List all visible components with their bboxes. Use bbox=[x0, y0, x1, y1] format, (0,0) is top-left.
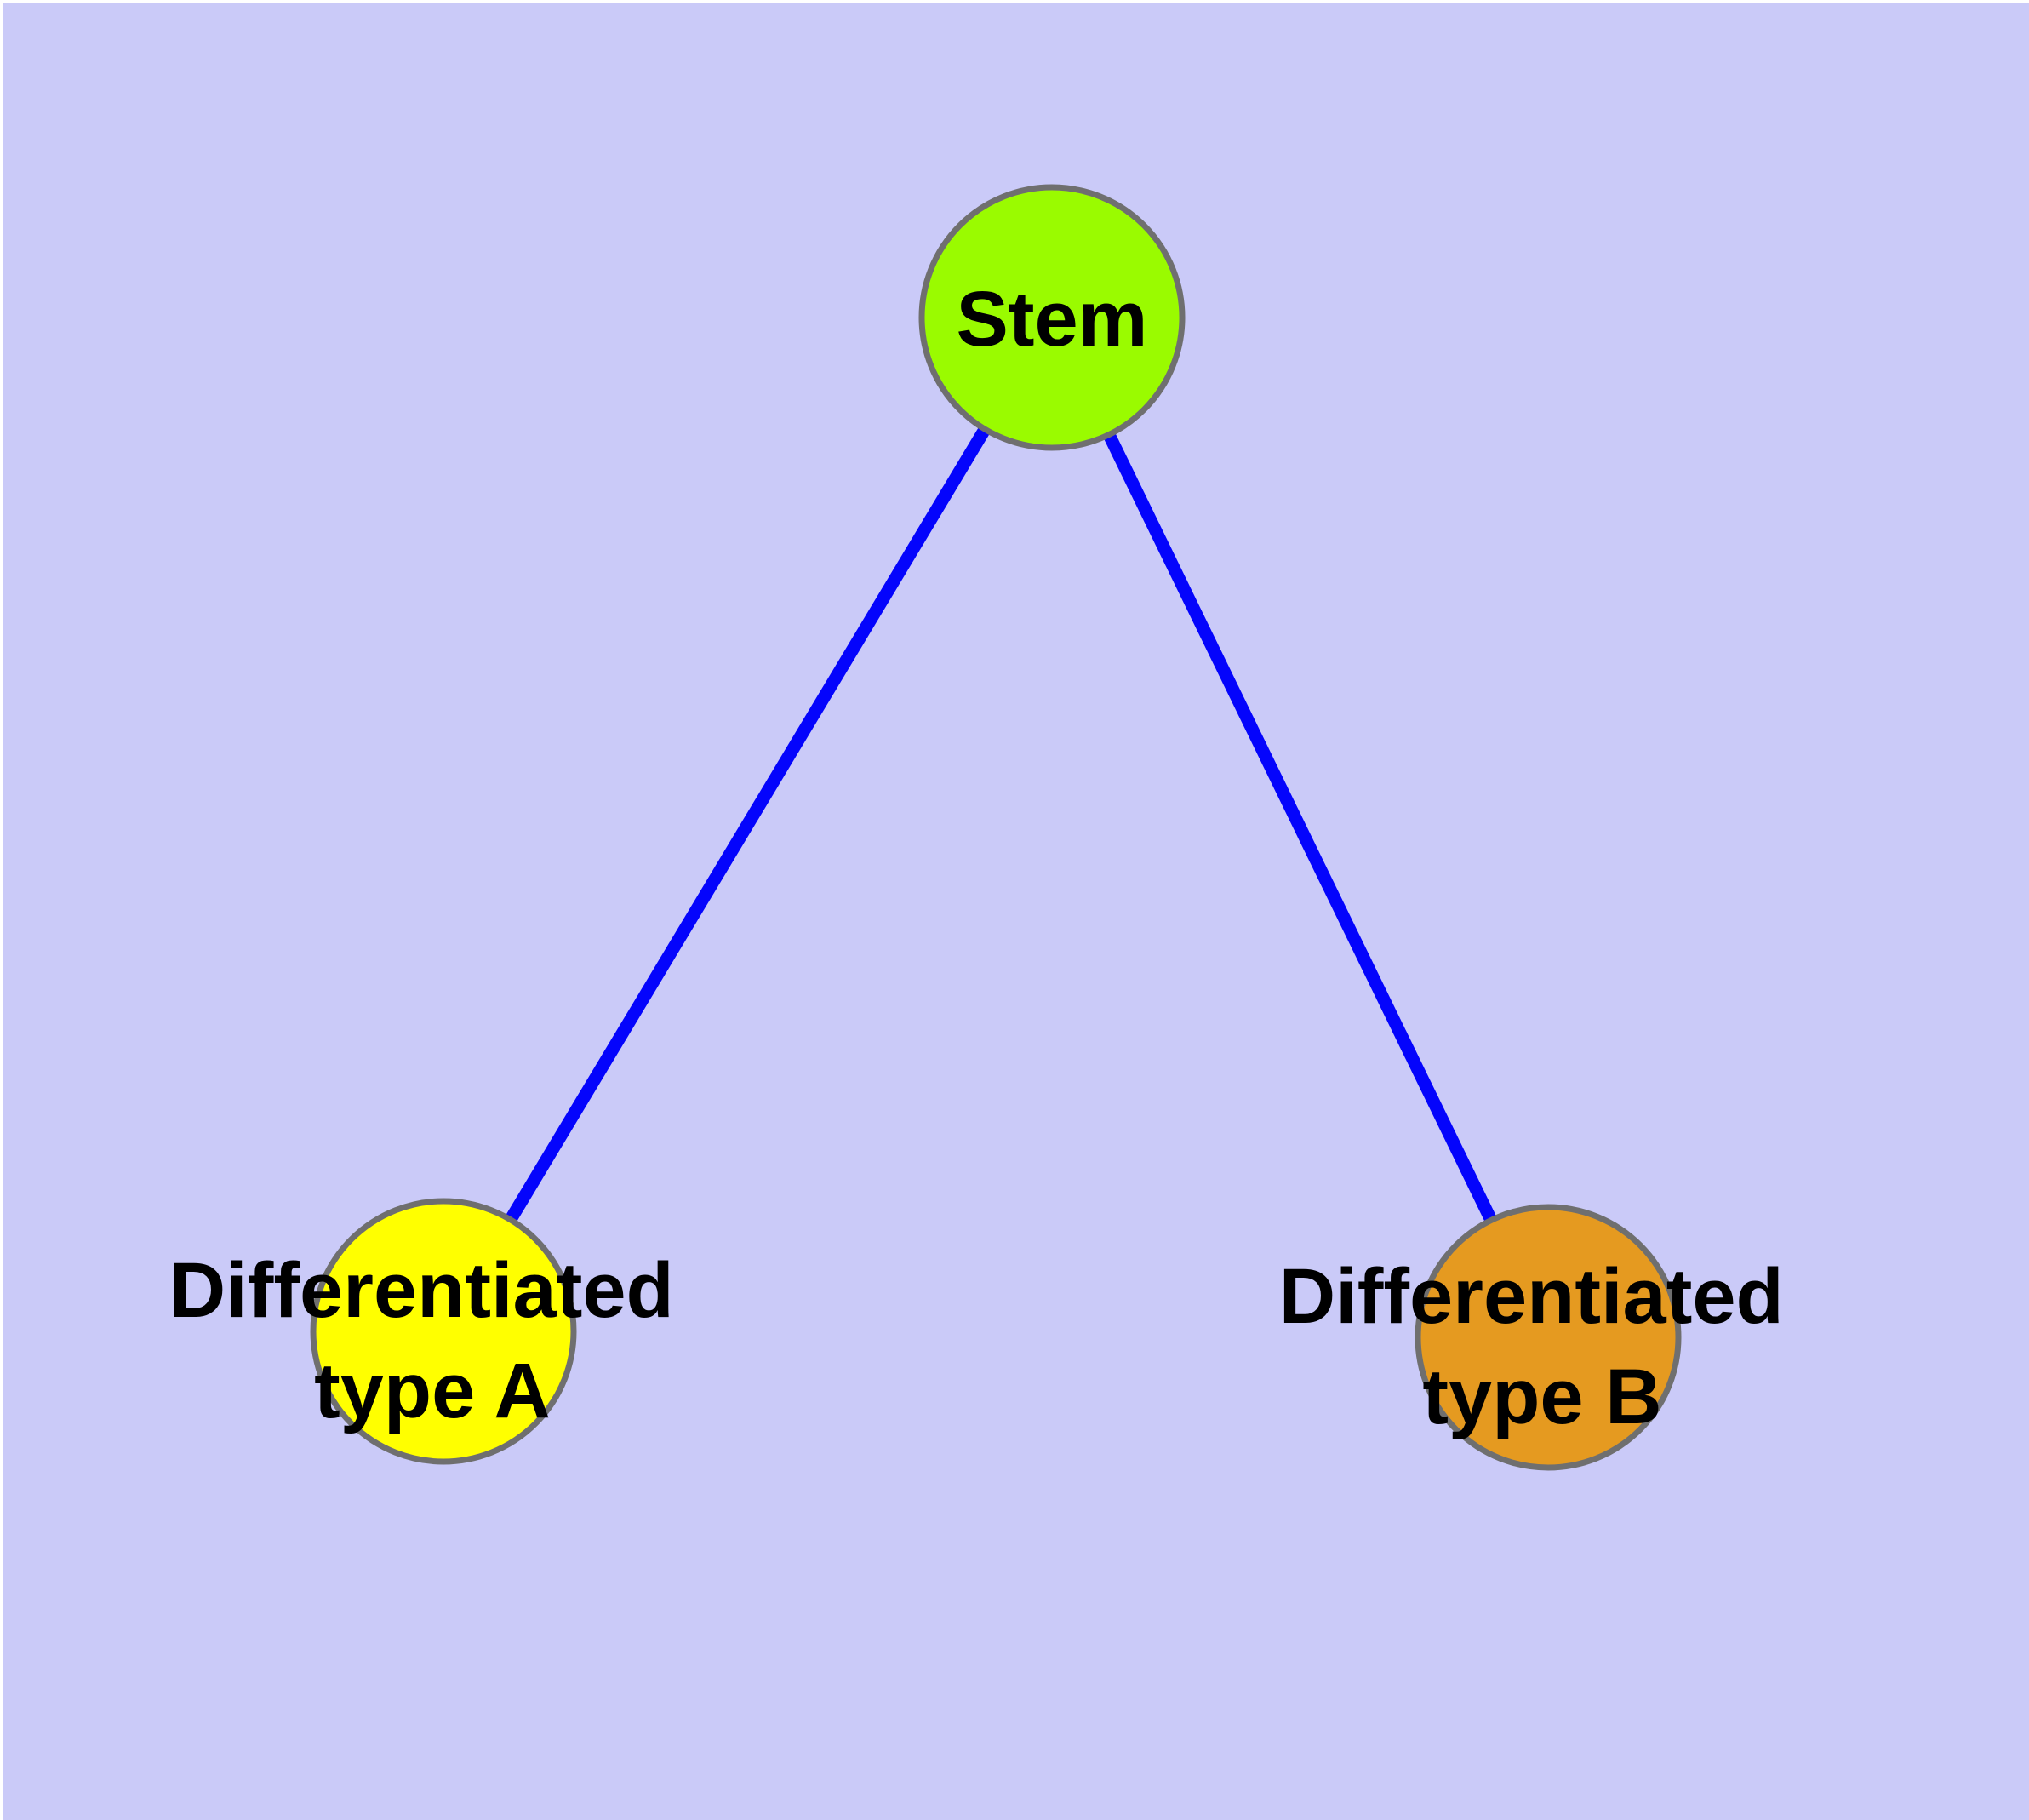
edge-stem-to-type-b bbox=[1046, 314, 1554, 1341]
node-differentiated-type-b bbox=[1415, 1204, 1682, 1471]
node-differentiated-type-a bbox=[310, 1198, 577, 1465]
node-stem-label: Stem bbox=[957, 276, 1148, 363]
node-stem bbox=[918, 184, 1186, 451]
node-differentiated-type-a-label-line1: Differentiated bbox=[169, 1247, 674, 1334]
node-differentiated-type-b-label-line1: Differentiated bbox=[1279, 1253, 1784, 1340]
node-differentiated-type-a-label: Differentiated type A bbox=[169, 1247, 696, 1434]
node-differentiated-type-b-label-line2: type B bbox=[1422, 1354, 1661, 1440]
node-differentiated-type-a-label-line2: type A bbox=[314, 1348, 551, 1434]
node-differentiated-type-b-label: Differentiated type B bbox=[1279, 1253, 1806, 1440]
edge-stem-to-type-a bbox=[437, 314, 1058, 1335]
